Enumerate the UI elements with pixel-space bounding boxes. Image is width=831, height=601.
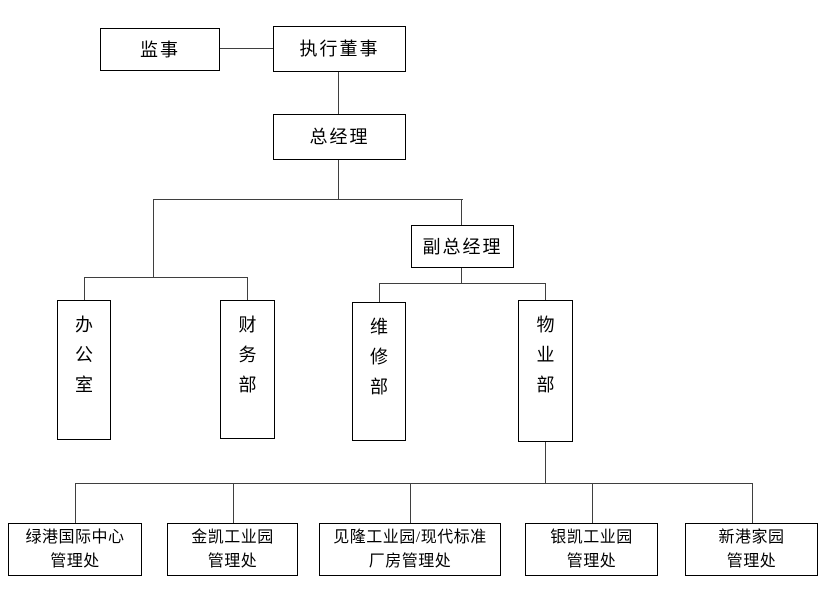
org-node-supervisor: 监事	[100, 28, 220, 71]
org-node-jinkai-industrial-park-office: 金凯工业园 管理处	[167, 523, 298, 576]
connector-maint-property-bus	[379, 283, 546, 285]
connector-drop-finance	[247, 277, 249, 300]
org-node-yinkai-industrial-park-office: 银凯工业园 管理处	[525, 523, 658, 576]
org-node-executive-director: 执行董事	[273, 26, 406, 72]
connector-execdirector-gm	[338, 72, 340, 114]
connector-office-finance-bus	[84, 277, 248, 279]
org-node-general-manager: 总经理	[273, 114, 406, 160]
org-node-jianlong-industrial-park-office: 见隆工业园/现代标准 厂房管理处	[319, 523, 501, 576]
connector-gm-stem	[338, 160, 340, 199]
org-node-property-dept: 物 业 部	[518, 300, 573, 442]
connector-supervisor-execdirector	[220, 48, 273, 50]
org-node-finance-dept: 财 务 部	[220, 300, 275, 439]
connector-drop-xingang	[752, 483, 754, 523]
connector-drop-jianlong	[410, 483, 412, 523]
connector-drop-yinkai	[592, 483, 594, 523]
connector-property-stem	[545, 442, 547, 483]
org-node-maintenance-dept: 维 修 部	[352, 302, 406, 441]
org-node-office: 办 公 室	[57, 300, 111, 440]
connector-bottom-bus	[75, 483, 753, 485]
org-node-xingang-homeland-office: 新港家园 管理处	[685, 523, 818, 576]
connector-drop-lvgang	[75, 483, 77, 523]
connector-drop-office	[84, 277, 86, 300]
connector-deputygm-stem	[461, 268, 463, 283]
connector-drop-jinkai	[233, 483, 235, 523]
org-node-lvgang-intl-center-office: 绿港国际中心 管理处	[8, 523, 142, 576]
connector-to-deputy-gm	[461, 199, 463, 225]
connector-drop-property	[545, 283, 547, 300]
connector-drop-maintenance	[379, 283, 381, 302]
org-node-deputy-general-manager: 副总经理	[411, 225, 514, 268]
connector-gm-bus	[153, 199, 463, 201]
connector-left-branch	[153, 199, 155, 277]
